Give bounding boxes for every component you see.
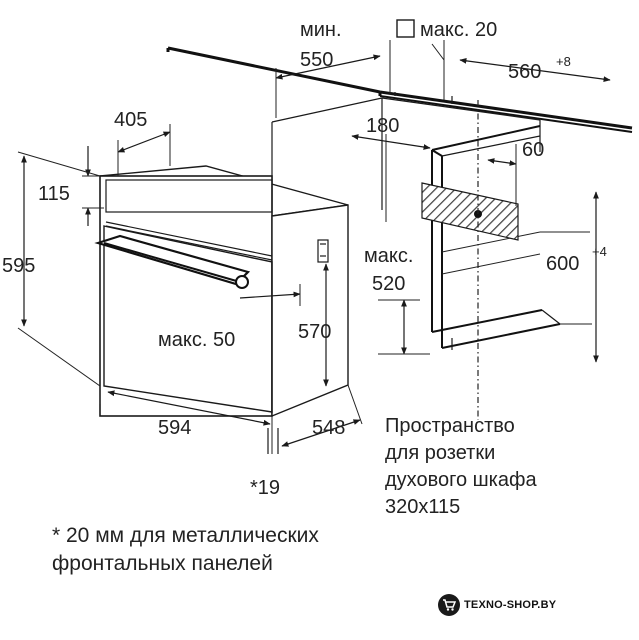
dim-max50 [239, 284, 301, 306]
brand-watermark: TEXNO-SHOP.BY [438, 594, 556, 616]
dim-180 [351, 134, 431, 222]
dim-595 [17, 151, 101, 387]
socket-note-line: духового шкафа [385, 469, 537, 491]
label-60: 60 [522, 139, 544, 161]
label-max20: макс. 20 [420, 19, 497, 41]
socket-space [421, 182, 519, 241]
oven-handle [94, 234, 251, 289]
cart-icon [438, 594, 460, 616]
label-max50: макс. 50 [158, 329, 235, 351]
dim-550 [275, 40, 391, 118]
dim-60 [487, 144, 517, 206]
label-180: 180 [366, 115, 399, 137]
label-405: 405 [114, 109, 147, 131]
countertop [166, 46, 633, 133]
footnote-line: фронтальных панелей [52, 552, 273, 575]
label-570: 570 [298, 321, 331, 343]
dim-115 [82, 146, 104, 226]
label-594: 594 [158, 417, 191, 439]
label-max: макс. [364, 245, 413, 267]
dim-19 [267, 428, 279, 454]
label-min: мин. [300, 19, 342, 41]
label-115: 115 [38, 183, 70, 205]
label-560: 560 [508, 61, 541, 83]
oven [99, 165, 349, 418]
label-19: *19 [250, 477, 280, 499]
label-550: 550 [300, 49, 333, 71]
dim-548 [271, 384, 363, 454]
label-600: 600 [546, 253, 579, 275]
dim-594 [99, 386, 271, 426]
dim-max520 [378, 299, 430, 355]
label-560-sup: +8 [556, 54, 571, 69]
cabinet-niche [271, 97, 592, 350]
socket-space-note: Пространство для розетки духового шкафа … [385, 413, 537, 521]
footnote-line: * 20 мм для металлических [52, 524, 319, 547]
footnote: * 20 мм для металлических фронтальных па… [52, 522, 319, 578]
socket-note-line: Пространство [385, 415, 515, 437]
label-548: 548 [312, 417, 345, 439]
socket-note-line: для розетки [385, 442, 496, 464]
checkbox-icon [396, 19, 445, 100]
label-595: 595 [2, 255, 35, 277]
label-520: 520 [372, 273, 405, 295]
dim-560 [459, 58, 611, 82]
socket-note-line: 320x115 [385, 496, 461, 518]
brand-text: TEXNO-SHOP.BY [464, 599, 557, 611]
label-600-sup: +4 [592, 244, 607, 259]
dim-405 [117, 124, 171, 176]
